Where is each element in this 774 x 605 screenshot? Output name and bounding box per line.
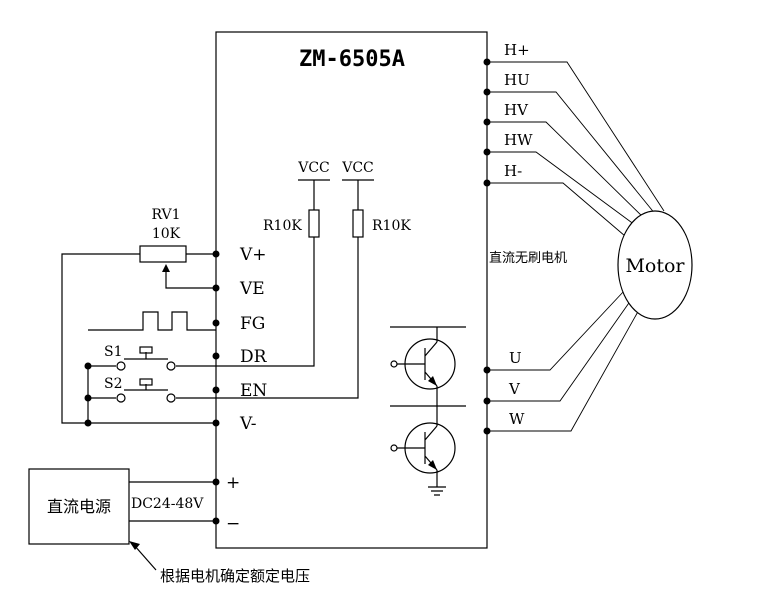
- right-hall-pins: H+ HU HV HW H-: [483, 41, 665, 237]
- fg-waveform: [88, 311, 216, 331]
- resistor-2-label: R10K: [372, 218, 411, 234]
- right-phase-pins: U V W: [483, 290, 641, 435]
- pin-label-vplus: V+: [239, 245, 267, 265]
- pin-label-ve: VE: [239, 279, 265, 299]
- pin-en: [212, 386, 220, 394]
- pin-label-v: V: [508, 380, 521, 398]
- pin-label-hv: HV: [504, 101, 529, 119]
- pin-label-hminus: H-: [504, 162, 522, 180]
- pin-fg: [212, 319, 220, 327]
- pin-label-w: W: [509, 410, 525, 428]
- pot-body: [139, 245, 187, 263]
- motor: [617, 210, 693, 320]
- switch-s1-label: S1: [104, 344, 123, 360]
- pin-label-fg: FG: [240, 314, 265, 334]
- left-pins: V+ VE FG DR EN V-: [212, 245, 268, 434]
- pullup-1: VCC R10K: [176, 160, 330, 367]
- transistor-upper: [390, 326, 466, 406]
- pin-label-u: U: [509, 349, 522, 367]
- resistor-2: [352, 209, 364, 238]
- pin-label-minus: −: [226, 514, 240, 534]
- switch-s1: S1: [88, 344, 176, 371]
- motor-note: 直流无刷电机: [489, 251, 567, 266]
- vcc-1-label: VCC: [297, 160, 330, 176]
- pullup-2: VCC R10K: [176, 160, 411, 399]
- power-supply: 直流电源 DC24-48V 根据电机确定额定电压: [28, 468, 310, 585]
- pin-label-hu: HU: [504, 71, 530, 89]
- resistor-1: [308, 209, 320, 238]
- pin-dr: [212, 352, 220, 360]
- resistor-1-label: R10K: [263, 218, 302, 234]
- pin-label-plus: +: [226, 473, 240, 493]
- pot-value: 10K: [152, 226, 181, 242]
- power-pins: + −: [212, 473, 240, 534]
- pin-label-hplus: H+: [504, 41, 530, 59]
- ground-symbol: [428, 486, 446, 496]
- pot-name: RV1: [151, 207, 180, 223]
- switch-s2: S2: [88, 376, 176, 403]
- pin-label-dr: DR: [240, 347, 268, 367]
- power-supply-voltage: DC24-48V: [131, 496, 204, 512]
- switch-s2-label: S2: [104, 376, 123, 392]
- pin-label-hw: HW: [504, 131, 533, 149]
- voltage-note: 根据电机确定额定电压: [160, 567, 310, 585]
- pin-label-en: EN: [240, 381, 267, 401]
- transistor-lower: [390, 405, 466, 496]
- power-supply-box: [28, 468, 130, 545]
- motor-label: Motor: [625, 255, 685, 277]
- pin-label-vminus: V-: [239, 414, 256, 434]
- vcc-2-label: VCC: [341, 160, 374, 176]
- controller-title: ZM-6505A: [299, 47, 405, 72]
- power-supply-label: 直流电源: [47, 497, 111, 516]
- potentiometer-rv1: RV1 10K: [61, 207, 216, 424]
